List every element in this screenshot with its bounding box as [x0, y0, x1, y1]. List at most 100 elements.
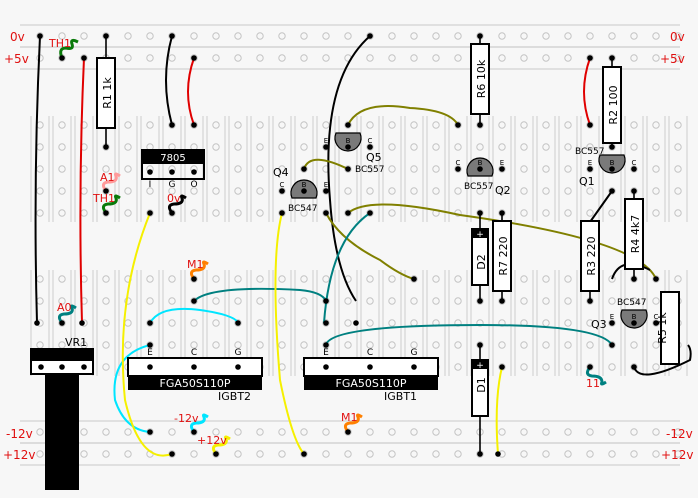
igbt1[interactable]: FGA50S110P IGBT1 E C G [303, 348, 439, 403]
solder-point [191, 169, 197, 175]
resistor-r3[interactable]: R3 220 [580, 220, 600, 301]
wire-olive-q4-q5[interactable] [303, 158, 351, 171]
resistor-r2-label: R2 100 [607, 85, 620, 124]
connector-a1: A1 [100, 171, 115, 184]
q5-pin-b: B [346, 137, 351, 145]
potentiometer-vr1[interactable]: VR1 [30, 336, 94, 490]
rail-hole [300, 450, 308, 458]
regulator-7805[interactable]: 7805 I G O [141, 149, 205, 190]
solder-point [191, 429, 197, 435]
solder-point [191, 298, 197, 304]
rail-hole [234, 428, 242, 436]
wire-teal-igbt1-q3[interactable] [325, 323, 613, 346]
resistor-r7[interactable]: R7 220 [492, 213, 512, 301]
hole [542, 209, 550, 217]
rail-hole [278, 54, 286, 62]
transistor-q5[interactable]: E B C Q5 BC557 [324, 132, 385, 175]
rail-hole [300, 54, 308, 62]
hole [190, 209, 198, 217]
hole [608, 341, 616, 349]
hole [564, 209, 572, 217]
rail-hole [388, 54, 396, 62]
hole [300, 319, 308, 327]
wire-yellow-reg[interactable] [121, 212, 173, 457]
solder-point [301, 166, 307, 172]
solder-point [345, 429, 351, 435]
solder-point [477, 122, 483, 128]
wire-cyan-m12[interactable] [113, 344, 151, 433]
rail-hole [190, 428, 198, 436]
wire-red-5v-left[interactable] [79, 57, 85, 324]
rail-hole [454, 32, 462, 40]
hole [630, 143, 638, 151]
hole [432, 165, 440, 173]
hole [410, 209, 418, 217]
solder-point [499, 298, 505, 304]
hole [520, 143, 528, 151]
lead-th1-top[interactable] [59, 38, 79, 59]
lead-th1-mid[interactable] [101, 194, 121, 214]
solder-point [81, 55, 87, 61]
wire-cyan-igbt2[interactable] [149, 307, 239, 324]
q5-type: BC557 [355, 165, 384, 175]
solder-point [59, 364, 65, 370]
wire-red-5v-reg[interactable] [187, 57, 195, 126]
solder-point [235, 364, 241, 370]
resistor-r6[interactable]: R6 10k [470, 36, 490, 125]
connector-leads [57, 38, 607, 455]
hole [234, 341, 242, 349]
hole [344, 297, 352, 305]
q2-id: Q2 [495, 184, 511, 197]
wire-teal-q4[interactable] [323, 212, 371, 324]
lead-m1-top[interactable] [189, 260, 209, 280]
resistor-r2[interactable]: R2 100 [602, 58, 622, 147]
wire-yellow-q4[interactable] [274, 212, 305, 455]
hole [124, 121, 132, 129]
resistor-r1[interactable]: R1 1k [96, 36, 116, 147]
lead-m12v[interactable] [189, 413, 209, 433]
q4-pin-c: C [280, 181, 285, 189]
hole [388, 319, 396, 327]
transistor-q2[interactable]: C B E BC557 Q2 [456, 157, 511, 197]
igbt2[interactable]: FGA50S110P IGBT2 E C G [127, 348, 263, 403]
rail-hole [322, 54, 330, 62]
solder-point [235, 320, 241, 326]
rail-label-0v-left: 0v [10, 30, 25, 44]
hole [146, 209, 154, 217]
wire-black-q1-r3[interactable] [589, 190, 613, 223]
lead-0v[interactable] [167, 194, 187, 214]
transistor-q3[interactable]: E B C BC547 Q3 [591, 298, 659, 331]
wire-black-long[interactable] [327, 35, 371, 302]
rail-hole [256, 450, 264, 458]
lead-11[interactable] [585, 366, 607, 386]
wire-black-q3-r5[interactable] [633, 344, 692, 376]
hole [124, 341, 132, 349]
wire-yellow-d1[interactable] [495, 366, 503, 455]
lead-m1-bottom[interactable] [343, 413, 363, 433]
hole [58, 121, 66, 129]
hole [366, 143, 374, 151]
diode-d1[interactable]: + D1 [471, 345, 489, 454]
wire-red-5v-r2[interactable] [583, 57, 591, 126]
resistor-r5[interactable]: R5 1k [656, 291, 680, 365]
igbt2-label: IGBT2 [218, 390, 251, 403]
lead-a0[interactable] [57, 304, 77, 324]
wire-teal-m1[interactable] [193, 287, 327, 302]
wire-black-0v-reg[interactable] [165, 35, 173, 126]
wire-olive-q4-strip[interactable] [325, 212, 415, 280]
hole [80, 165, 88, 173]
resistor-r4[interactable]: R4 4k7 [624, 191, 644, 279]
rail-hole [344, 32, 352, 40]
regulator-label: 7805 [160, 153, 185, 164]
transistor-q4[interactable]: C B E Q4 BC547 [273, 166, 328, 214]
wire-olive-q5-top[interactable] [347, 105, 459, 126]
diode-d2[interactable]: + D2 [471, 213, 489, 301]
solder-point [37, 33, 43, 39]
wire-black-0v-left[interactable] [34, 35, 41, 324]
lead-p12v[interactable] [211, 435, 231, 455]
transistor-q1[interactable]: E B C BC557 Q1 [575, 147, 637, 188]
solder-point [59, 55, 65, 61]
lead-a1[interactable] [101, 172, 121, 192]
hole [432, 121, 440, 129]
